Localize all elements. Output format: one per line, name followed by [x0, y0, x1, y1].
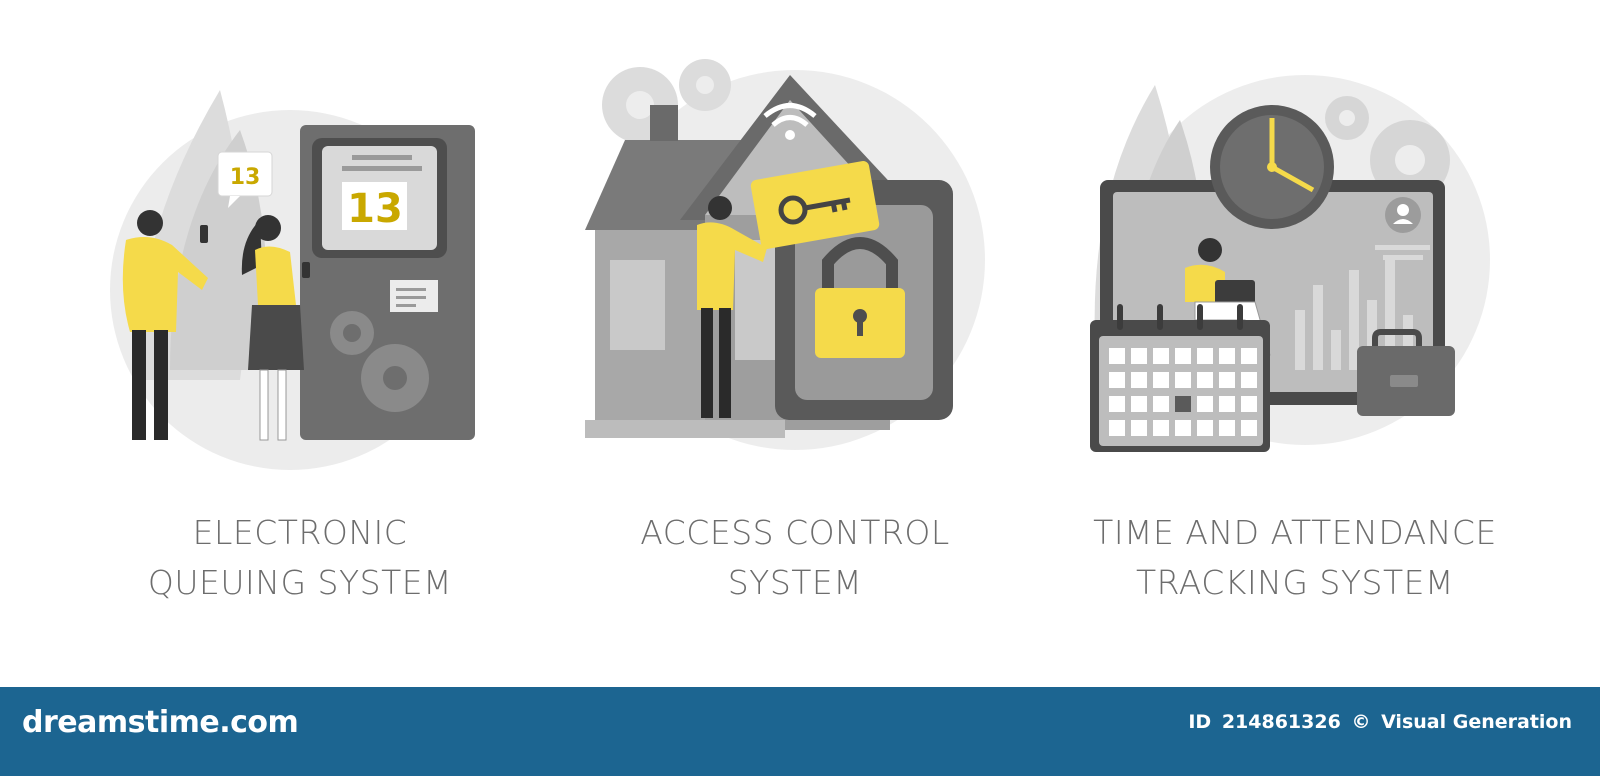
caption-line: TIME AND ATTENDANCE [1093, 513, 1497, 552]
brand-logo[interactable]: dreamstime.com [22, 705, 299, 740]
ticket-kiosk-icon [300, 125, 475, 440]
electronic-queuing-illustration: 13 13 [90, 40, 510, 480]
caption-line: TRACKING SYSTEM [1136, 563, 1454, 602]
caption-line: SYSTEM [727, 563, 863, 602]
user-avatar-icon [1375, 197, 1430, 260]
man-holding-key [697, 196, 767, 418]
speech-bubble-icon [217, 151, 273, 208]
queuing-scene: 13 13 [110, 90, 475, 470]
attendance-scene [1090, 75, 1490, 452]
caption-line: ACCESS CONTROL [640, 513, 950, 552]
man-with-phone [122, 210, 208, 440]
ticket-bubble-number: 13 [230, 165, 261, 190]
gear-icon [330, 311, 429, 412]
image-credit: ID 214861326 © Visual Generation [1184, 711, 1572, 733]
footer-bar: dreamstime.com ID 214861326 © Visual Gen… [0, 687, 1600, 776]
access-scene [585, 59, 985, 450]
time-attendance-illustration [1085, 40, 1505, 480]
woman-with-phone [241, 215, 310, 441]
woman-with-laptop [1185, 238, 1271, 359]
access-control-illustration [585, 40, 1005, 480]
copyright-symbol: © [1351, 711, 1371, 733]
id-value: 214861326 [1221, 711, 1341, 733]
key-card-icon [750, 161, 880, 249]
wall-clock-icon [1210, 105, 1334, 229]
wifi-icon [763, 103, 817, 140]
calendar-icon [1090, 304, 1270, 452]
caption-access-control: ACCESS CONTROL SYSTEM [565, 508, 1025, 608]
caption-line: QUEUING SYSTEM [147, 563, 453, 602]
caption-electronic-queuing: ELECTRONIC QUEUING SYSTEM [70, 508, 530, 608]
bar-chart-icon [1295, 260, 1413, 370]
briefcase-icon [1357, 329, 1455, 416]
screen-number: 13 [347, 186, 403, 232]
caption-time-attendance: TIME AND ATTENDANCE TRACKING SYSTEM [1065, 508, 1525, 608]
id-label: ID [1188, 711, 1212, 733]
caption-line: ELECTRONIC [192, 513, 408, 552]
padlock-icon [815, 237, 905, 358]
author-name[interactable]: Visual Generation [1381, 711, 1572, 733]
